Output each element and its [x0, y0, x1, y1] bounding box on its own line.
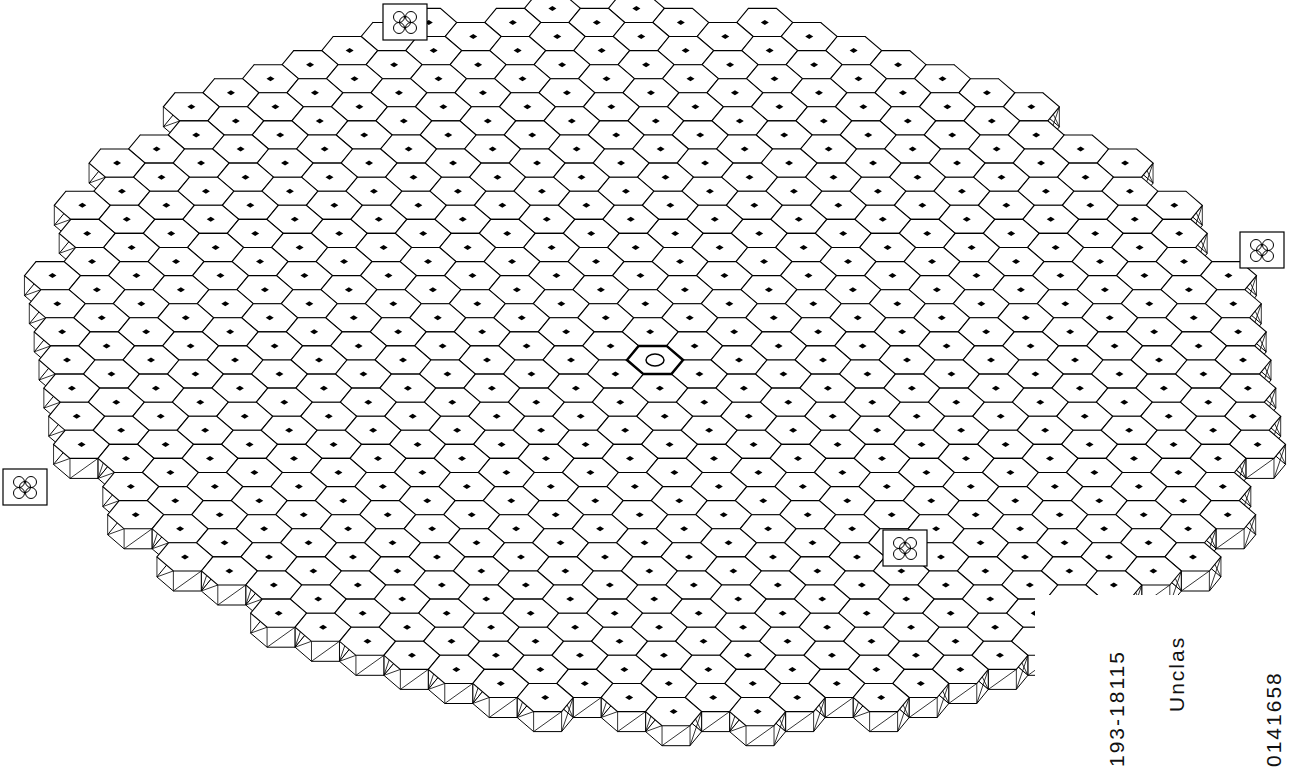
hexagonal-panel-array	[0, 0, 1297, 778]
